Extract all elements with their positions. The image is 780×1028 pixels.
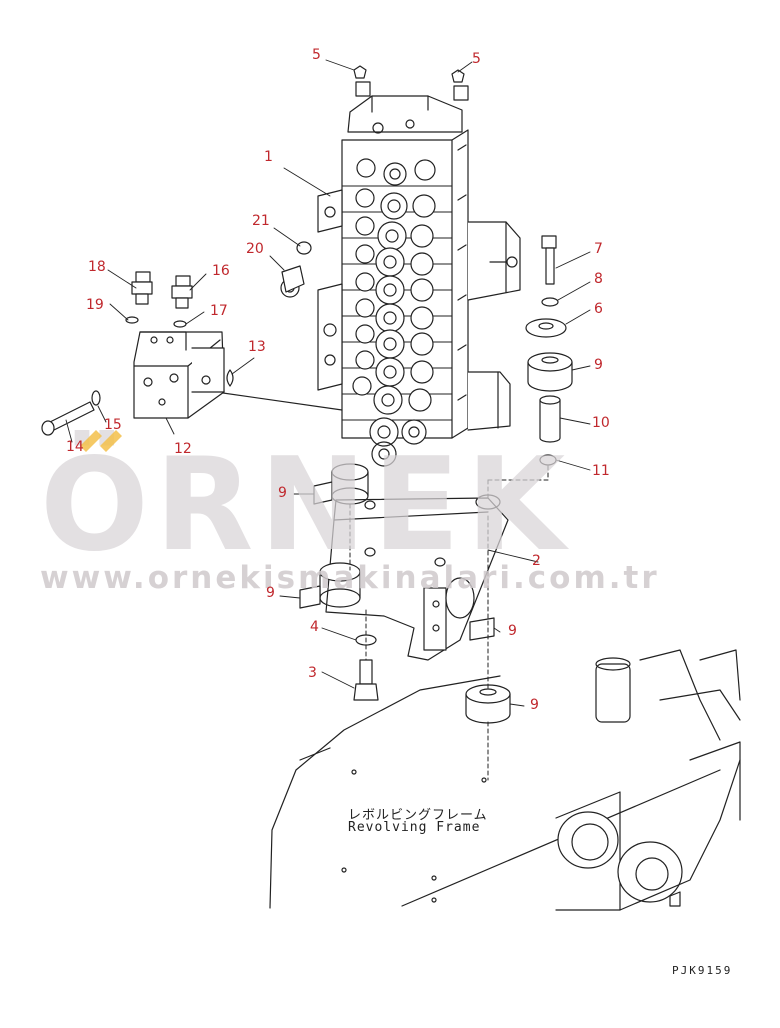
leader-lines bbox=[65, 59, 591, 707]
sub-valve-bolt bbox=[41, 369, 234, 436]
callout-9: 9 bbox=[278, 485, 287, 501]
callout-14: 14 bbox=[66, 439, 84, 455]
callout-4: 4 bbox=[310, 619, 319, 635]
callout-11: 11 bbox=[592, 463, 610, 479]
callout-9: 9 bbox=[508, 623, 517, 639]
callout-9: 9 bbox=[266, 585, 275, 601]
mount-hardware-right bbox=[525, 235, 573, 466]
callout-18: 18 bbox=[88, 259, 106, 275]
callout-13: 13 bbox=[248, 339, 266, 355]
watermark-url: www.ornekismakinalari.com.tr bbox=[40, 560, 660, 596]
drawing-code: PJK9159 bbox=[672, 964, 733, 977]
revolving-frame bbox=[269, 649, 741, 911]
callout-8: 8 bbox=[594, 271, 603, 287]
alignment-lines bbox=[349, 465, 549, 781]
callout-5: 5 bbox=[312, 47, 321, 63]
callout-9: 9 bbox=[594, 357, 603, 373]
callout-6: 6 bbox=[594, 301, 603, 317]
callout-19: 19 bbox=[86, 297, 104, 313]
callout-15: 15 bbox=[104, 417, 122, 433]
callout-1: 1 bbox=[264, 149, 273, 165]
top-bolts bbox=[353, 65, 465, 83]
sub-valve-block bbox=[133, 331, 225, 419]
callout-17: 17 bbox=[210, 303, 228, 319]
frame-label-jp: レボルビングフレーム bbox=[348, 808, 488, 823]
mounting-bracket bbox=[299, 463, 509, 661]
sub-valve-fittings bbox=[125, 271, 193, 328]
callout-2: 2 bbox=[532, 553, 541, 569]
plug-bolt-20 bbox=[280, 241, 312, 298]
watermark-brand: ÖRNEK bbox=[40, 431, 572, 580]
callout-5: 5 bbox=[472, 51, 481, 67]
callout-9: 9 bbox=[530, 697, 539, 713]
control-valve-assembly bbox=[215, 81, 521, 467]
callout-10: 10 bbox=[592, 415, 610, 431]
callout-12: 12 bbox=[174, 441, 192, 457]
callout-20: 20 bbox=[246, 241, 264, 257]
callout-3: 3 bbox=[308, 665, 317, 681]
callout-7: 7 bbox=[594, 241, 603, 257]
callout-16: 16 bbox=[212, 263, 230, 279]
frame-label-en: Revolving Frame bbox=[348, 820, 481, 835]
callout-21: 21 bbox=[252, 213, 270, 229]
